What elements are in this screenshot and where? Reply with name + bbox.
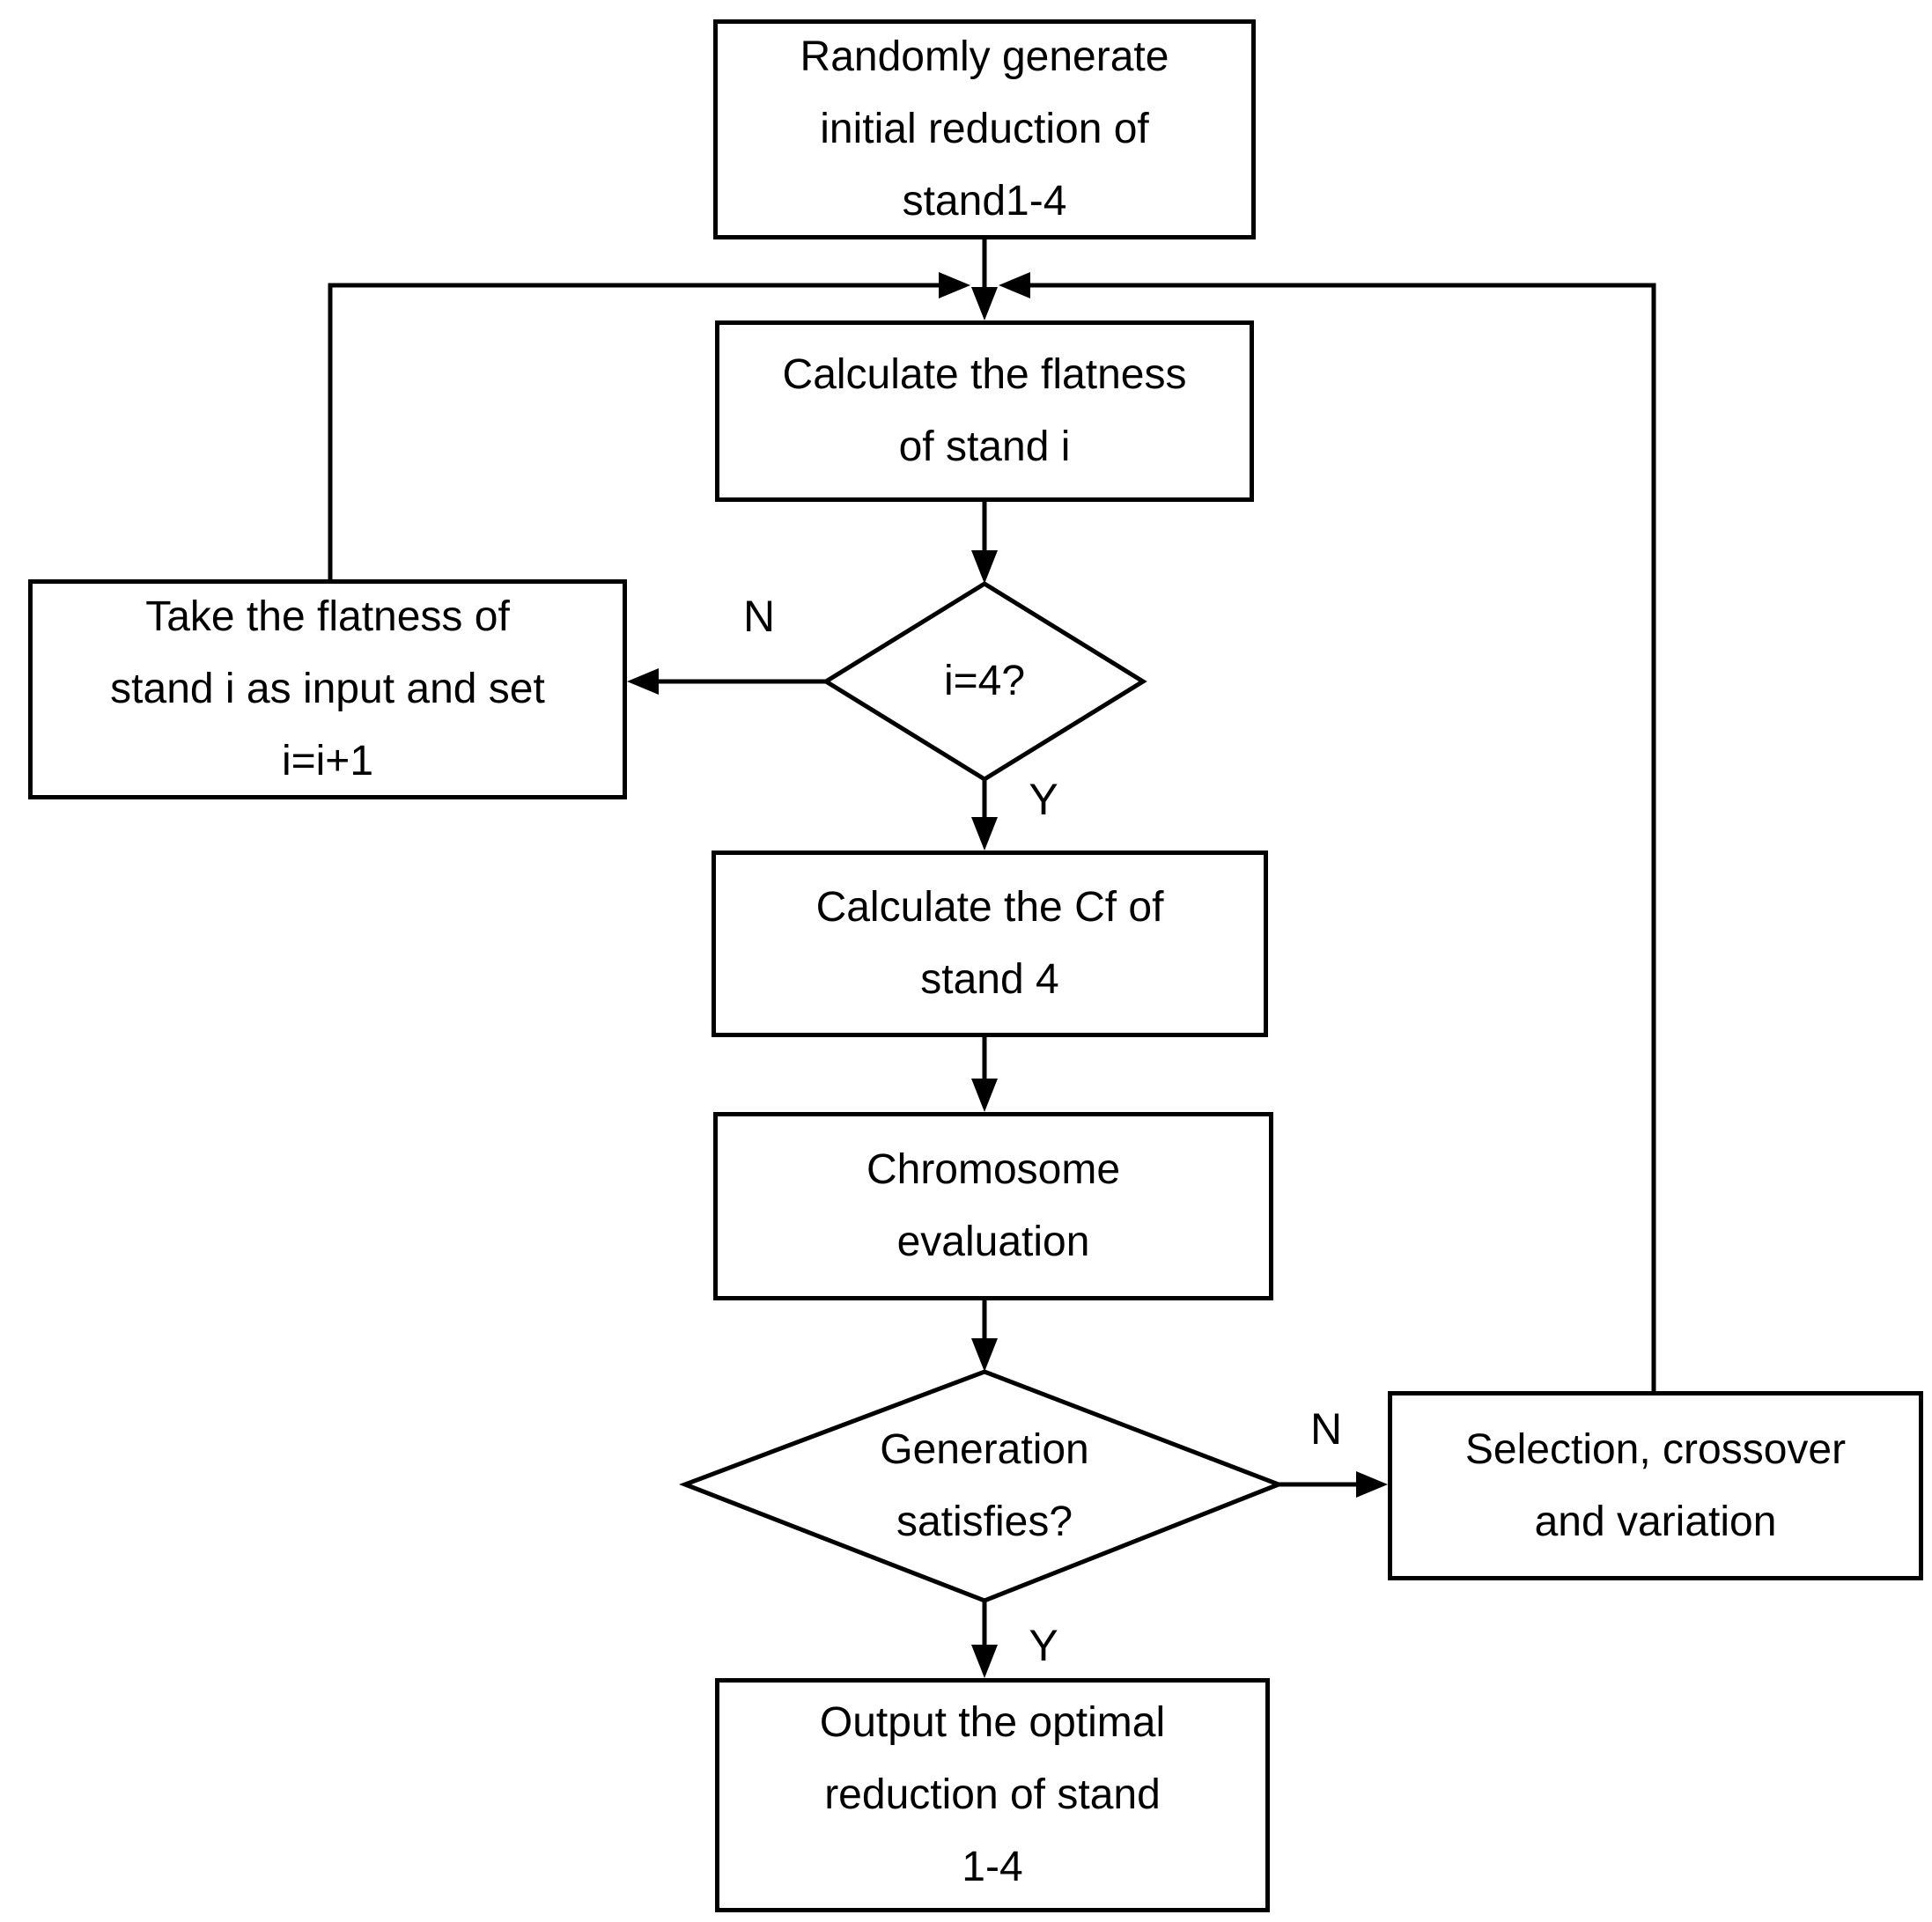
edge-label-generation-no: N [1309, 1404, 1343, 1454]
node-start-text: Randomly generate initial reduction of s… [800, 33, 1169, 225]
edge-label-i4-yes: Y [1029, 775, 1058, 824]
decision-i4-diamond [822, 581, 1147, 782]
arrowhead-into-generation-diamond [971, 1338, 998, 1372]
node-selection-crossover: Selection, crossover and variation [1388, 1391, 1923, 1580]
arrowhead-into-calc-flatness [971, 287, 998, 320]
node-take-flatness-text: Take the flatness of stand i as input an… [110, 593, 545, 784]
arrowhead-merge-left-pointing [999, 272, 1030, 298]
arrowhead-into-selection [1356, 1471, 1388, 1498]
node-calc-cf-text: Calculate the Cf of stand 4 [815, 884, 1164, 1003]
node-start: Randomly generate initial reduction of s… [713, 19, 1256, 239]
node-calc-flatness-text: Calculate the flatness of stand i [782, 351, 1187, 470]
loop-right-connector [1030, 283, 1656, 1391]
arrowhead-into-chromosome [971, 1079, 998, 1112]
arrowhead-into-i4-diamond [971, 550, 998, 584]
arrowhead-into-calc-cf [971, 817, 998, 851]
edge-label-i4-no: N [742, 592, 776, 641]
node-output-text: Output the optimal reduction of stand 1-… [819, 1699, 1166, 1890]
node-chromosome-evaluation: Chromosome evaluation [713, 1112, 1273, 1300]
arrowhead-merge-right-pointing [939, 272, 970, 298]
arrowhead-into-output [971, 1645, 998, 1678]
node-selection-crossover-text: Selection, crossover and variation [1464, 1425, 1847, 1545]
node-take-flatness: Take the flatness of stand i as input an… [28, 579, 627, 799]
node-calc-flatness: Calculate the flatness of stand i [715, 320, 1254, 502]
decision-generation-diamond [678, 1369, 1285, 1603]
edge-label-generation-yes: Y [1029, 1621, 1058, 1670]
loop-left-connector [328, 283, 939, 579]
arrowhead-into-take-flatness [627, 668, 659, 695]
node-chromosome-evaluation-text: Chromosome evaluation [866, 1146, 1121, 1265]
node-output: Output the optimal reduction of stand 1-… [715, 1678, 1270, 1912]
node-calc-cf: Calculate the Cf of stand 4 [712, 851, 1268, 1037]
